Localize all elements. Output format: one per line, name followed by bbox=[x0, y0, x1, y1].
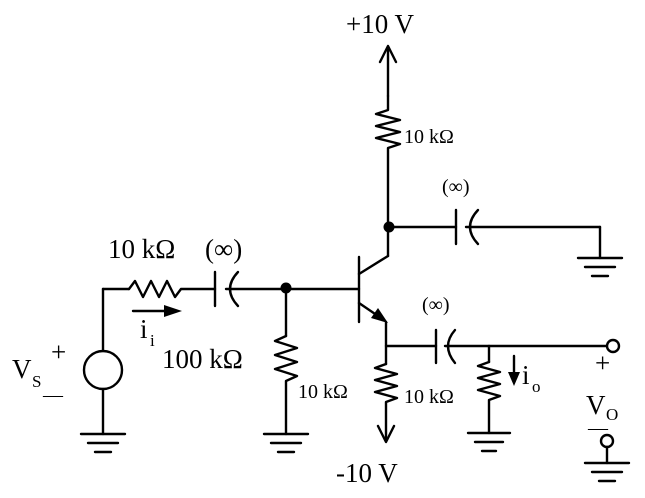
negative-supply: -10 V bbox=[336, 424, 398, 488]
source-voltage-subscript: S bbox=[32, 372, 41, 391]
input-capacitor-label: (∞) bbox=[205, 234, 242, 264]
collector-bypass-capacitor: (∞) bbox=[383, 176, 602, 260]
output-current: i o bbox=[508, 354, 541, 396]
output-minus-sign: — bbox=[587, 417, 609, 439]
collector-resistor: 10 kΩ bbox=[374, 94, 454, 230]
source-resistor: 10 kΩ bbox=[108, 234, 217, 299]
npn-transistor bbox=[357, 225, 390, 324]
input-current-label: i bbox=[140, 314, 148, 344]
load-resistor-label: 10 kΩ bbox=[404, 386, 454, 408]
collector-ground-icon bbox=[576, 256, 624, 278]
input-current-subscript: i bbox=[150, 331, 155, 350]
emitter-resistor-label: 10 kΩ bbox=[298, 381, 348, 403]
base-resistor: 100 kΩ bbox=[162, 282, 310, 454]
source-voltage-label: V bbox=[12, 354, 32, 384]
emitter-resistor: 10 kΩ bbox=[298, 320, 399, 442]
signal-source: V S + — bbox=[12, 287, 131, 454]
output-terminal-positive bbox=[605, 338, 621, 354]
output-voltage-subscript: O bbox=[606, 405, 618, 424]
source-minus-sign: — bbox=[42, 384, 64, 406]
source-circle bbox=[82, 349, 124, 391]
input-current: i i bbox=[131, 305, 182, 350]
source-resistor-label: 10 kΩ bbox=[108, 234, 175, 264]
output-voltage-label: V bbox=[586, 390, 606, 420]
source-plus-sign: + bbox=[51, 337, 66, 367]
collector-resistor-label: 10 kΩ bbox=[404, 126, 454, 148]
negative-supply-label: -10 V bbox=[336, 458, 398, 488]
output-capacitor-label: (∞) bbox=[422, 294, 450, 316]
output-current-label: i bbox=[522, 360, 530, 390]
collector-capacitor-label: (∞) bbox=[442, 176, 470, 198]
output-terminals: + V O — bbox=[583, 338, 631, 483]
positive-supply-label: +10 V bbox=[346, 9, 414, 39]
positive-supply: +10 V bbox=[346, 9, 414, 98]
output-coupling-capacitor: (∞) bbox=[384, 294, 614, 365]
base-resistor-label: 100 kΩ bbox=[162, 344, 243, 374]
output-terminal-negative bbox=[599, 433, 615, 449]
output-current-subscript: o bbox=[532, 377, 541, 396]
load-resistor: 10 kΩ bbox=[404, 344, 512, 453]
input-coupling-capacitor: (∞) bbox=[205, 234, 361, 308]
output-plus-sign: + bbox=[595, 348, 610, 378]
